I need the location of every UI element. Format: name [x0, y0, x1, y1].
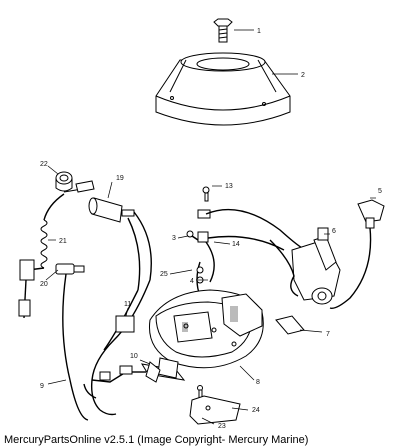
callout-19: 19	[116, 175, 124, 182]
callout-24: 24	[252, 407, 260, 414]
callout-1: 1	[257, 28, 261, 35]
part-14-wire-lead[interactable]	[205, 208, 307, 283]
callout-5: 5	[378, 188, 382, 195]
part-6-ignition-coil[interactable]	[269, 227, 341, 305]
part-13-screw[interactable]	[197, 186, 211, 219]
part-19-stop-switch[interactable]	[88, 197, 152, 291]
part-8-stator-plate[interactable]	[141, 289, 264, 381]
callout-10: 10	[130, 353, 138, 360]
callout-20: 20	[40, 281, 48, 288]
part-20-connector[interactable]	[55, 263, 89, 421]
image-caption: MercuryPartsOnline v2.5.1 (Image Copyrig…	[4, 434, 309, 446]
leader-lines	[45, 29, 376, 425]
part-11-spring[interactable]	[115, 315, 135, 333]
callout-21: 21	[59, 238, 67, 245]
part-7-key[interactable]	[275, 315, 305, 335]
callout-23: 23	[218, 423, 226, 430]
callout-25: 25	[160, 271, 168, 278]
callout-8: 8	[256, 379, 260, 386]
part-10-trigger[interactable]	[132, 361, 161, 383]
part-1-bolt[interactable]	[213, 18, 233, 43]
part-2-flywheel[interactable]	[155, 52, 291, 126]
callout-7: 7	[326, 331, 330, 338]
callout-9: 9	[40, 383, 44, 390]
part-9-wire-harness[interactable]	[83, 279, 151, 416]
callout-6: 6	[332, 228, 336, 235]
callout-22: 22	[40, 161, 48, 168]
callout-2: 2	[301, 72, 305, 79]
callout-13: 13	[225, 183, 233, 190]
part-3-screw[interactable]	[186, 230, 209, 243]
part-24-plate[interactable]	[189, 395, 241, 425]
part-21-lanyard-coil[interactable]	[18, 180, 95, 319]
part-22-grommet[interactable]	[55, 171, 73, 192]
part-5-spark-plug-lead[interactable]	[329, 199, 385, 309]
callout-3: 3	[172, 235, 176, 242]
callout-4: 4	[190, 278, 194, 285]
callout-14: 14	[232, 241, 240, 248]
callout-11: 11	[124, 301, 131, 308]
